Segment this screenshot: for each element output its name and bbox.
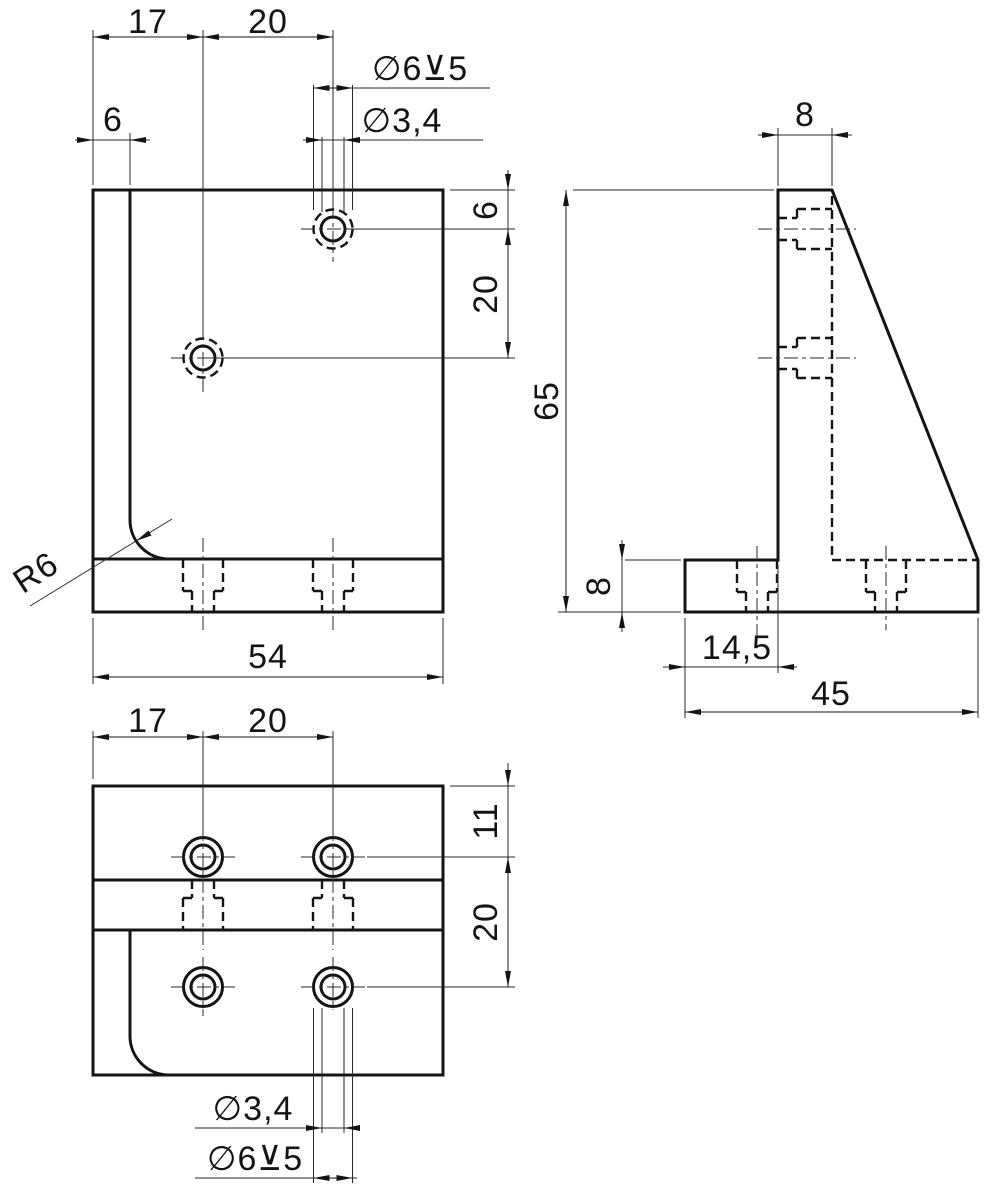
dim-54-label: 54 bbox=[248, 638, 288, 676]
dim-65-label: 65 bbox=[528, 381, 566, 421]
front-outline bbox=[91, 188, 445, 614]
counterbore-callout-label: ∅6⊻5 bbox=[372, 50, 468, 88]
dim-6-left-label: 6 bbox=[103, 101, 123, 139]
dim-14-5-label: 14,5 bbox=[702, 629, 772, 667]
hole-callout-label: ∅3,4 bbox=[213, 1090, 294, 1128]
bottom-view: 17 20 11 20 ∅3,4 ∅6⊻5 bbox=[91, 702, 515, 1183]
dim-17-label: 17 bbox=[128, 3, 168, 41]
front-view: 17 20 6 ∅6⊻5 ∅3,4 6 20 54 R6 bbox=[7, 3, 515, 684]
r6-leader-arrow bbox=[136, 530, 152, 541]
side-hidden-edges bbox=[830, 196, 978, 562]
front-centerlines bbox=[171, 205, 344, 632]
radius-callout-label: R6 bbox=[7, 544, 66, 601]
side-hidden-flange-holes bbox=[735, 560, 908, 612]
hole-callout-label: ∅3,4 bbox=[362, 102, 443, 140]
dim-20-label: 20 bbox=[248, 3, 288, 41]
dim-6-right-label: 6 bbox=[467, 200, 505, 220]
dim-17-label: 17 bbox=[128, 702, 168, 740]
bottom-extension-lines bbox=[92, 731, 515, 1183]
bottom-hidden-plate-holes bbox=[181, 880, 355, 930]
dim-8-bottom-label: 8 bbox=[580, 576, 618, 596]
flange-holes bbox=[182, 836, 354, 1008]
hidden-flange-holes bbox=[181, 559, 355, 612]
front-extension-lines bbox=[75, 30, 515, 684]
side-outline bbox=[683, 188, 980, 614]
dim-45-label: 45 bbox=[811, 675, 851, 713]
bottom-outline bbox=[91, 784, 445, 1077]
dim-8-top-label: 8 bbox=[795, 96, 815, 134]
dim-11-label: 11 bbox=[467, 802, 505, 839]
dim-20-right-label: 20 bbox=[467, 274, 505, 314]
dim-20-label: 20 bbox=[248, 702, 288, 740]
dim-20-right-label: 20 bbox=[467, 902, 505, 942]
side-view: 8 65 8 14,5 45 bbox=[528, 96, 980, 718]
counterbore-callout-label: ∅6⊻5 bbox=[207, 1140, 303, 1178]
bottom-centerlines bbox=[171, 827, 365, 1016]
side-hidden-plate-holes bbox=[778, 207, 832, 380]
